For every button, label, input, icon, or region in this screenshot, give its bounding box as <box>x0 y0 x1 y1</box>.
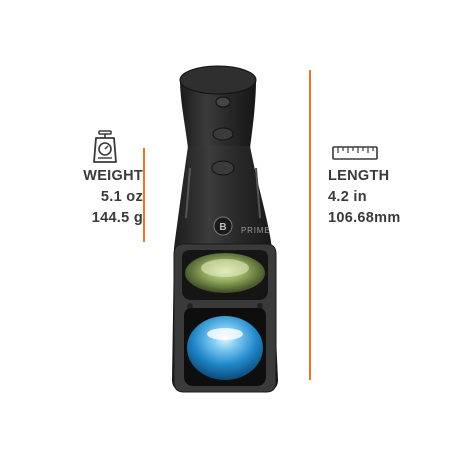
weight-heading: WEIGHT <box>83 168 143 184</box>
weight-imperial: 5.1 oz <box>100 189 143 205</box>
weight-metric: 144.5 g <box>91 210 143 226</box>
ruler-icon <box>332 146 378 160</box>
brand-logo: B <box>219 222 226 233</box>
weight-spec: WEIGHT 5.1 oz 144.5 g <box>83 166 143 229</box>
scale-icon <box>93 130 117 163</box>
length-heading: LENGTH <box>328 168 390 184</box>
weight-divider <box>143 148 145 242</box>
rangefinder-image: B PRIME <box>172 65 278 393</box>
length-metric: 106.68mm <box>328 210 401 226</box>
model-label: PRIME <box>241 226 270 235</box>
length-imperial: 4.2 in <box>328 189 367 205</box>
length-divider <box>309 70 311 380</box>
length-spec: LENGTH 4.2 in 106.68mm <box>328 166 401 229</box>
